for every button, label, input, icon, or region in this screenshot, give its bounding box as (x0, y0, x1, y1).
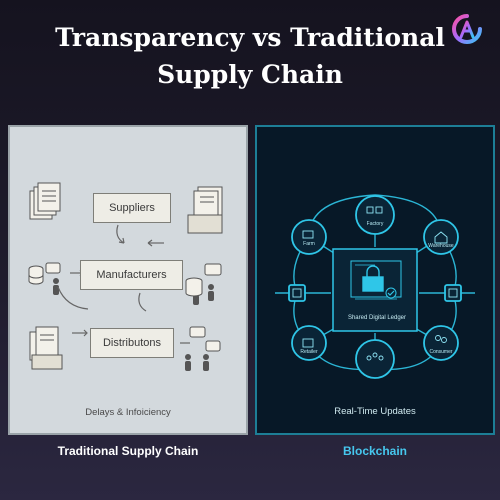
page-title-line-2: Supply Chain (157, 60, 343, 89)
database-icon (185, 277, 203, 297)
distributors-box: Distributons (90, 328, 174, 358)
page-title-line-1: Transparency vs Traditional (55, 23, 445, 52)
document-stack-icon (29, 182, 61, 220)
left-node (288, 284, 306, 302)
manufacturers-box: Manufacturers (80, 260, 183, 290)
right-node (444, 284, 462, 302)
traditional-supply-chain-panel: Suppliers Manufacturers Distributons Del… (8, 125, 248, 435)
farm-node (291, 219, 327, 255)
chat-bubble-icon (45, 262, 222, 352)
traditional-illustration (28, 182, 223, 371)
retailer-label: Retailer (300, 349, 318, 355)
blockchain-caption: Real-Time Updates (334, 406, 416, 417)
traditional-footer-label: Traditional Supply Chain (57, 444, 199, 458)
database-icon (28, 265, 44, 285)
document-stack-icon (187, 186, 223, 234)
checkmark-icon (385, 287, 397, 299)
lock-icon (362, 265, 384, 292)
consumer-node (423, 325, 459, 361)
factory-label: Factory (366, 221, 384, 227)
suppliers-box: Suppliers (93, 193, 171, 223)
shared-ledger-label: Shared Digital Ledger (347, 315, 407, 321)
blockchain-network-diagram (275, 194, 475, 379)
ledger-doc-lines (355, 264, 397, 300)
bottom-node (355, 339, 395, 379)
factory-node (355, 195, 395, 235)
retailer-node (291, 325, 327, 361)
logo-icon (452, 14, 482, 44)
warehouse-label: Warehouse (428, 243, 454, 249)
blockchain-footer-label: Blockchain (342, 444, 408, 458)
node-glyphs (292, 206, 458, 361)
document-stack-icon (29, 326, 63, 370)
blockchain-panel: Factory Farm Warehouse Retailer Consumer… (255, 125, 495, 435)
warehouse-node (423, 219, 459, 255)
traditional-caption: Delays & Infoiciency (85, 407, 171, 418)
consumer-label: Consumer (429, 349, 453, 355)
farm-label: Farm (303, 241, 315, 247)
